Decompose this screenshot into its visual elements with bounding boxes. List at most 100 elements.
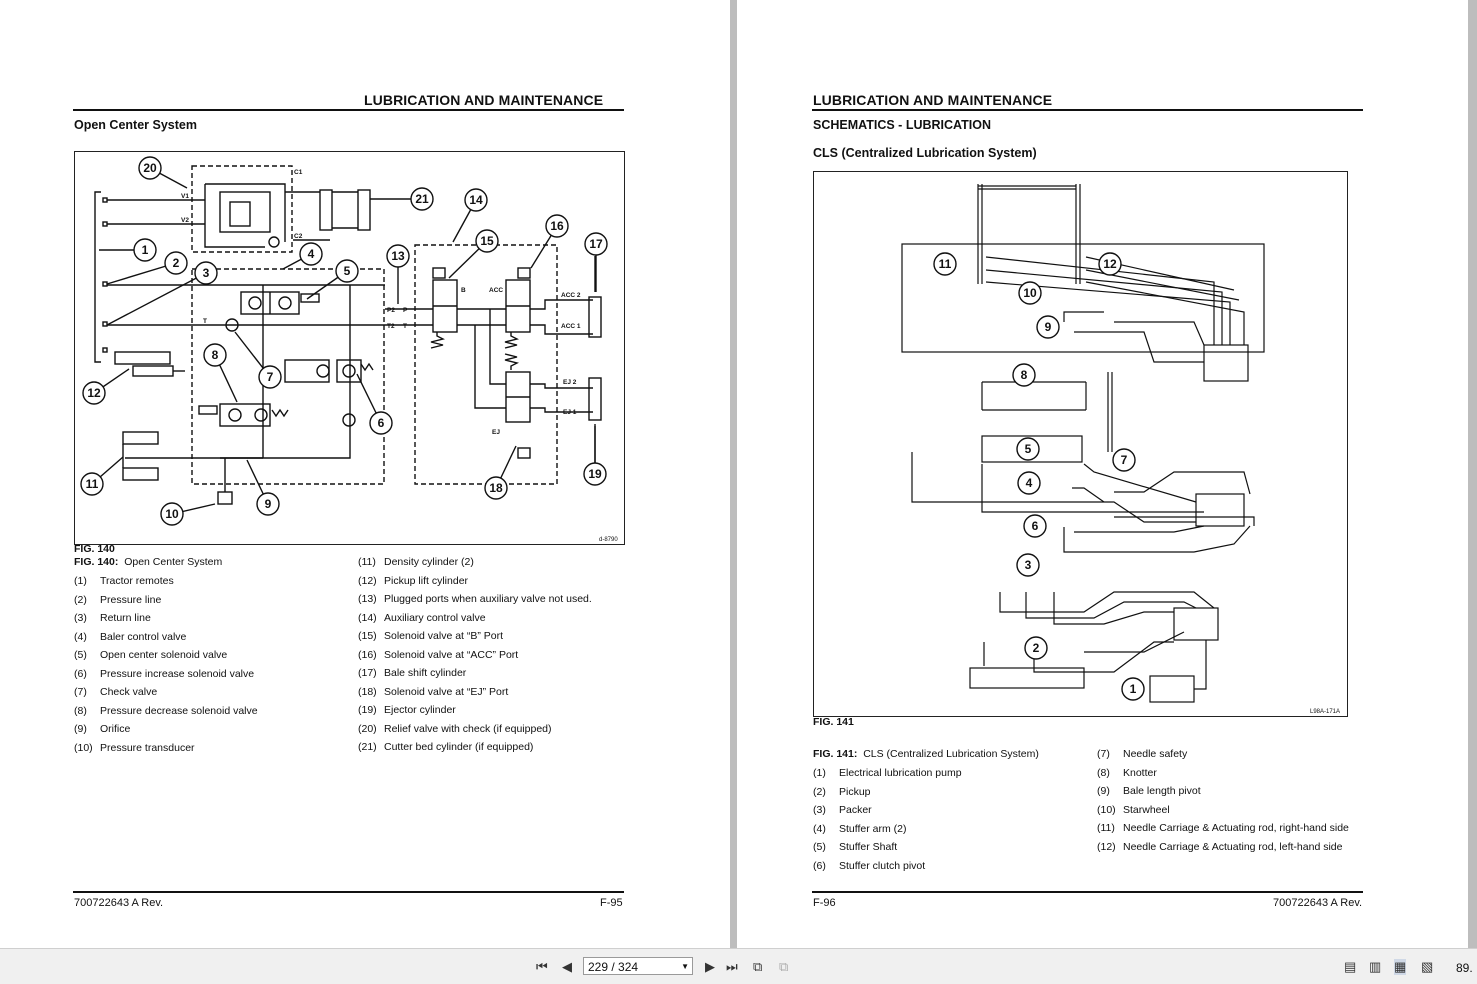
legend-item-number: (4) [813,822,826,835]
callout-number: 7 [1121,453,1128,467]
legend-item: (5)Open center solenoid valve [74,649,227,661]
legend-item: (21)Cutter bed cylinder (if equipped) [358,741,533,753]
legend-item: (11)Density cylinder (2) [358,556,474,568]
legend-item: (20)Relief valve with check (if equipped… [358,723,552,735]
legend-item-number: (7) [1097,748,1110,760]
continuous-view-icon[interactable]: ▥ [1369,959,1382,974]
legend-item-text: Needle Carriage & Actuating rod, left-ha… [1123,840,1343,853]
figure-caption: FIG. 140: Open Center System [74,556,222,568]
legend-item-number: (10) [74,741,93,754]
rotate-icon[interactable]: ⧉ [779,959,789,974]
legend-item: (6)Stuffer clutch pivot [813,860,925,872]
single-page-view-icon[interactable]: ▤ [1344,959,1357,974]
port-c2-label: C2 [294,233,303,240]
callout-circle [138,156,162,180]
section-title: SCHEMATICS - LUBRICATION [813,118,991,132]
legend-item: (19)Ejector cylinder [358,704,456,716]
callout-circle [164,251,188,275]
legend-item: (18)Solenoid valve at “EJ” Port [358,686,508,698]
callout-circle [256,492,280,516]
callout-number: 9 [265,497,272,511]
callout-number: 6 [378,416,385,430]
legend-item-text: Pickup [839,785,871,798]
callout-circle [386,244,410,268]
legend-item: (16)Solenoid valve at “ACC” Port [358,649,518,661]
legend-item: (6)Pressure increase solenoid valve [74,668,254,680]
chevron-down-icon[interactable]: ▼ [681,962,689,971]
callout-circle [410,187,434,211]
legend-item: (5)Stuffer Shaft [813,841,897,853]
port-acc1-label: ACC 1 [561,323,581,330]
port-p2-label: P2 [387,307,395,314]
footer-page-number: F-96 [813,897,836,909]
legend-item-number: (2) [74,593,87,606]
port-acc2-label: ACC 2 [561,292,581,299]
legend-item: (12)Pickup lift cylinder [358,575,468,587]
callout-number: 7 [267,370,274,384]
legend-item: (14)Auxiliary control valve [358,612,486,624]
legend-item-number: (6) [74,667,87,680]
callout-number: 5 [1025,442,1032,456]
figure-code: d-8790 [599,537,618,543]
prev-page-icon[interactable]: ◀ [562,959,572,974]
legend-item-number: (15) [358,630,377,642]
figure-label: FIG. 140 [74,543,115,555]
legend-item: (1)Electrical lubrication pump [813,767,962,779]
legend-item-number: (10) [1097,803,1116,816]
callout-circle [1016,553,1040,577]
legend-item-number: (5) [813,841,826,853]
two-page-continuous-icon[interactable]: ▧ [1421,959,1434,974]
legend-item-number: (11) [358,556,376,568]
legend-item-text: Knotter [1123,766,1157,779]
legend-item-number: (12) [358,574,377,587]
zoom-level[interactable]: 89. [1456,961,1473,975]
last-page-icon[interactable]: ⏭ [726,959,738,974]
header-rule [73,109,624,111]
legend-item: (3)Packer [813,804,872,816]
legend-item: (4)Baler control valve [74,631,186,643]
caption-prefix: FIG. 140: [74,556,119,568]
next-page-icon[interactable]: ▶ [705,959,715,974]
callout-circle [203,343,227,367]
legend-item-number: (12) [1097,840,1116,853]
callout-circle [194,261,218,285]
legend-item: (17)Bale shift cylinder [358,667,466,679]
callout-circle [1018,281,1042,305]
legend-item-text: Bale length pivot [1123,785,1201,797]
footer-doc-number: 700722643 A Rev. [1273,897,1363,909]
callout-circle [1036,315,1060,339]
two-page-view-icon[interactable]: ▦ [1394,959,1407,975]
port-v2-label: V2 [181,217,189,224]
callout-number: 9 [1045,320,1052,334]
right-page: LUBRICATION AND MAINTENANCE SCHEMATICS -… [737,0,1468,948]
hydraulic-schematic: C1 C2 V1 V2 T P2 P T2 T B ACC ACC 2 ACC … [74,151,625,545]
legend-item-number: (11) [1097,822,1115,834]
legend-item: (1)Tractor remotes [74,575,174,587]
legend-item: (12) Needle Carriage & Actuating rod, lef… [1097,841,1342,853]
figure-label: FIG. 141 [813,716,854,728]
callout-number: 1 [142,243,149,257]
header-rule [812,109,1363,111]
callout-circle [545,214,569,238]
callout-number: 2 [1033,641,1040,655]
callout-circle [583,462,607,486]
callout-circle [1023,514,1047,538]
port-v1-label: V1 [181,193,189,200]
page-number-input[interactable]: 229 / 324 ▼ [583,957,693,975]
legend-item: (8)Pressure decrease solenoid valve [74,705,258,717]
callout-number: 13 [391,249,405,263]
legend-item: (4) Stuffer arm (2) [813,823,907,835]
port-ej-label: EJ [492,429,500,436]
legend-item: (13)Plugged ports when auxiliary valve n… [358,593,592,605]
first-page-icon[interactable]: ⏮ [536,959,548,974]
fit-page-icon[interactable]: ⧉ [753,959,763,974]
legend-item-text: Pressure decrease solenoid valve [100,704,258,717]
hydraulic-schematic-drawing: C1 C2 V1 V2 T P2 P T2 T B ACC ACC 2 ACC … [80,156,618,543]
legend-item-text: Cutter bed cylinder (if equipped) [384,741,534,753]
callout-number: 2 [173,256,180,270]
callout-number: 6 [1032,519,1039,533]
legend-item-text: Stuffer arm (2) [839,822,907,835]
legend-item-number: (3) [813,804,826,816]
callout-number: 20 [143,161,157,175]
